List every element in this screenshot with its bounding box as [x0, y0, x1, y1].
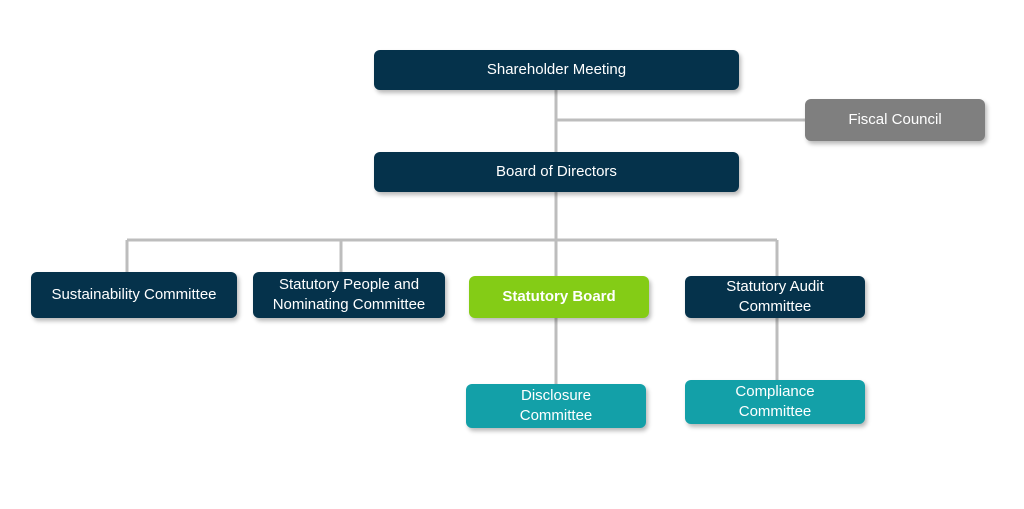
statutory-board-label: Statutory Board — [502, 288, 616, 305]
sustainability-committee-label: Sustainability Committee — [51, 286, 217, 303]
compliance-label-line1: Compliance — [735, 383, 815, 400]
shareholder-meeting-label: Shareholder Meeting — [486, 61, 627, 78]
fiscal-council-label: Fiscal Council — [848, 111, 942, 128]
statutory-audit-committee-box: Statutory Audit Committee — [685, 276, 865, 318]
disclosure-committee-box: Disclosure Committee — [466, 384, 646, 428]
sustainability-committee-box: Sustainability Committee — [31, 272, 237, 318]
statutory-audit-label-line1: Statutory Audit — [726, 278, 824, 295]
compliance-committee-box: Compliance Committee — [685, 380, 865, 424]
board-of-directors-box: Board of Directors — [374, 152, 739, 192]
compliance-label-line2: Committee — [738, 403, 812, 420]
statutory-audit-label-line2: Committee — [738, 298, 812, 315]
statutory-people-label-line1: Statutory People and — [278, 276, 420, 293]
disclosure-label-line1: Disclosure — [520, 387, 592, 404]
shareholder-meeting-box: Shareholder Meeting — [374, 50, 739, 90]
statutory-people-nominating-committee-box: Statutory People and Nominating Committe… — [253, 272, 445, 318]
statutory-people-label-line2: Nominating Committee — [272, 296, 426, 313]
disclosure-label-line2: Committee — [519, 407, 593, 424]
fiscal-council-box: Fiscal Council — [805, 99, 985, 141]
statutory-board-box: Statutory Board — [469, 276, 649, 318]
board-of-directors-label: Board of Directors — [496, 163, 617, 180]
